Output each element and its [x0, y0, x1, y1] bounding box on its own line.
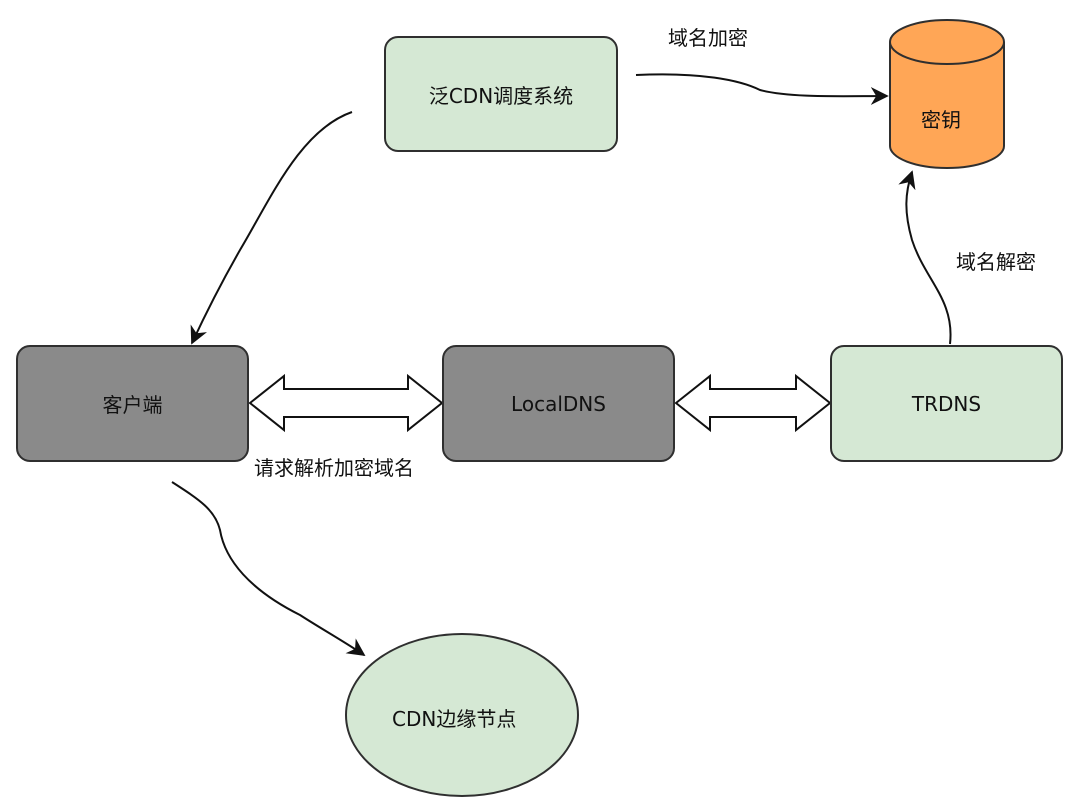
- request-label: 请求解析加密域名: [254, 456, 414, 480]
- scheduler-node: 泛CDN调度系统: [384, 36, 618, 152]
- client-node: 客户端: [16, 345, 249, 462]
- decrypt-label: 域名解密: [956, 250, 1036, 274]
- double-arrow-localdns-trdns: [674, 373, 832, 433]
- arrow-client-to-edge: [171, 481, 366, 657]
- arrow-trdns-to-key: [898, 170, 952, 345]
- edge-node-label: CDN边缘节点: [392, 707, 517, 731]
- key-label: 密钥: [921, 108, 961, 132]
- key-cylinder: [889, 19, 1005, 169]
- encrypt-label: 域名加密: [668, 26, 748, 50]
- scheduler-label: 泛CDN调度系统: [428, 83, 574, 108]
- edge-node-shape: [345, 633, 579, 797]
- trdns-node: TRDNS: [830, 345, 1063, 462]
- client-label: 客户端: [102, 393, 163, 417]
- arrow-scheduler-to-client: [190, 111, 353, 345]
- localdns-label: LocalDNS: [511, 391, 606, 416]
- arrow-scheduler-to-key: [635, 73, 889, 106]
- trdns-label: TRDNS: [911, 391, 982, 416]
- localdns-node: LocalDNS: [442, 345, 675, 462]
- double-arrow-client-localdns: [248, 373, 444, 433]
